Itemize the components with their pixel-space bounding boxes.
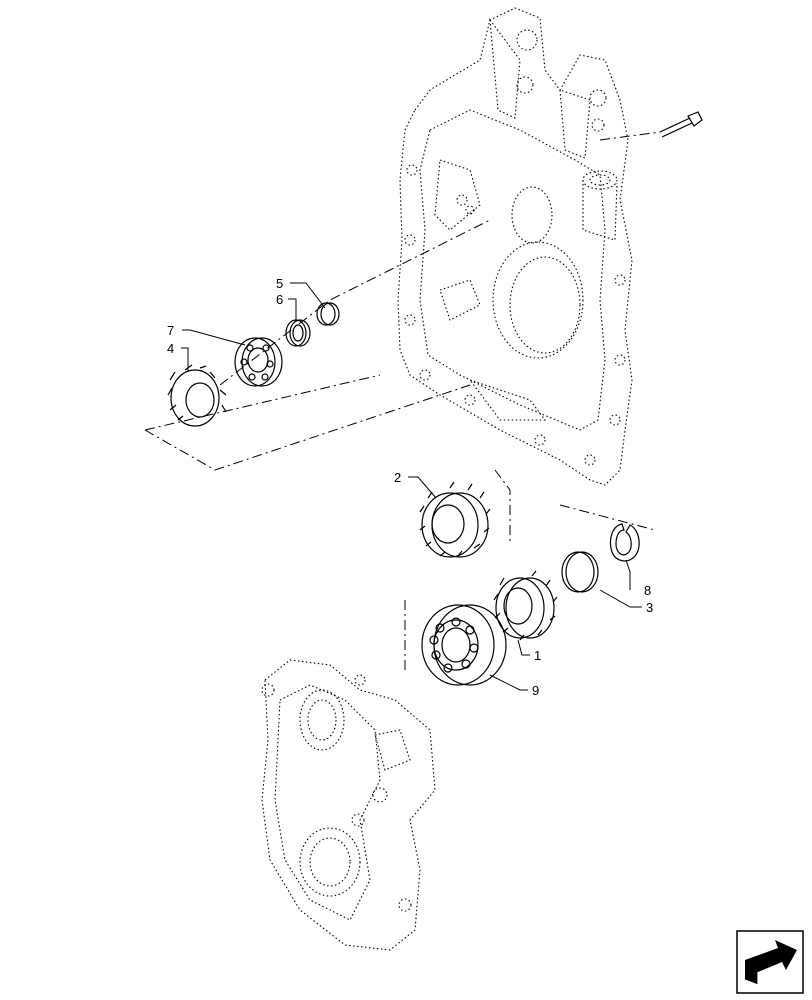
callout-8: 8 (644, 583, 651, 598)
callout-1: 1 (534, 648, 541, 663)
assembly-lines (144, 131, 661, 670)
arrow-icon[interactable] (736, 930, 804, 994)
callout-7: 7 (167, 323, 174, 338)
callout-3: 3 (646, 600, 653, 615)
bolt (659, 111, 703, 138)
callout-4: 4 (167, 341, 174, 356)
callout-5: 5 (276, 276, 283, 291)
callout-2: 2 (394, 470, 401, 485)
callouts: 5 6 7 4 2 8 3 1 9 (167, 276, 653, 698)
upper-housing (397, 7, 633, 486)
lower-cover (261, 659, 436, 951)
bearing-9 (421, 604, 507, 686)
snap-ring-5 (316, 302, 340, 326)
circlip-8 (609, 523, 640, 562)
callout-6: 6 (276, 292, 283, 307)
gear-4 (167, 364, 227, 427)
leader-lines (181, 282, 642, 691)
gear-2 (419, 481, 491, 558)
ring-3 (561, 551, 599, 593)
ring-6 (285, 319, 311, 347)
gear-1 (493, 570, 558, 641)
bearing-7 (234, 337, 283, 387)
callout-9: 9 (532, 683, 539, 698)
